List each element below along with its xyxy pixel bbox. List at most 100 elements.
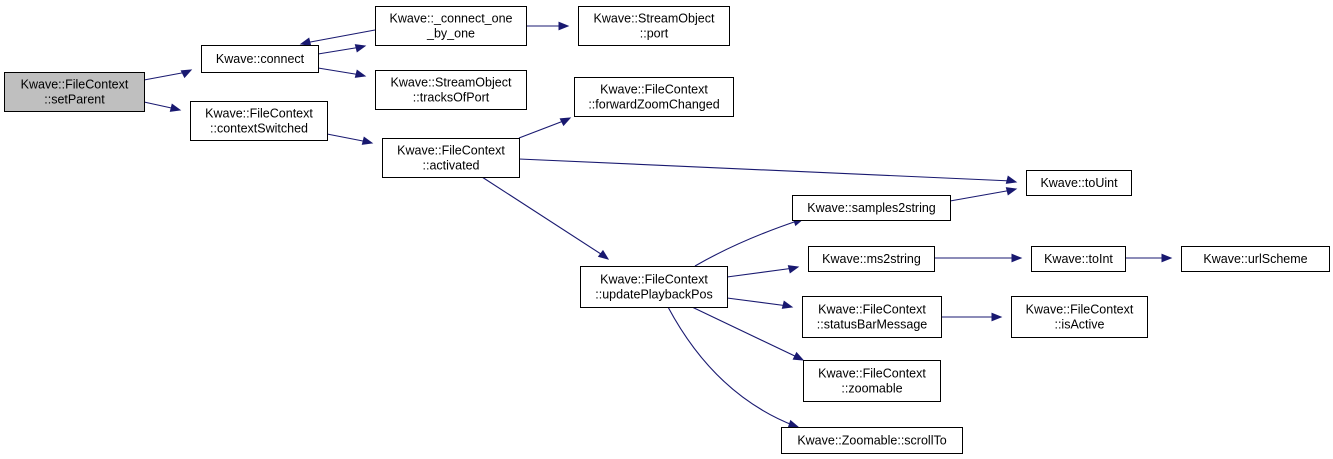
edge-updatePlaybackPos-scrollTo	[667, 306, 800, 429]
edge-setParent-contextSwitched	[143, 101, 182, 112]
edge-activated-toUint	[518, 158, 1018, 184]
node-label: Kwave::FileContext	[397, 144, 505, 158]
node-connect[interactable]: Kwave::connect	[201, 45, 319, 73]
edge-activated-updatePlaybackPos	[481, 176, 610, 260]
node-label: Kwave::FileContext	[818, 367, 926, 381]
nodes: Kwave::FileContext::setParent Kwave::conn…	[4, 6, 1330, 454]
arrowhead	[361, 136, 374, 145]
node-label: ::forwardZoomChanged	[588, 98, 719, 112]
edge-line	[694, 219, 801, 267]
node-samples2string[interactable]: Kwave::samples2string	[792, 195, 951, 221]
node-label: ::tracksOfPort	[413, 91, 490, 105]
edge-updatePlaybackPos-ms2string	[726, 265, 800, 278]
edge-ms2string-toInt	[934, 253, 1023, 263]
edge-line	[667, 306, 796, 427]
node-label: Kwave::samples2string	[807, 201, 936, 215]
edge-line	[518, 158, 1013, 182]
node-label: Kwave::toInt	[1044, 252, 1113, 266]
node-label: ::updatePlaybackPos	[595, 288, 712, 302]
arrowhead	[1005, 175, 1018, 184]
node-label: Kwave::ms2string	[822, 252, 921, 266]
node-box	[375, 6, 527, 46]
edge-line	[143, 101, 177, 110]
arrowhead	[787, 419, 800, 429]
arrowhead	[1161, 253, 1173, 263]
edge-updatePlaybackPos-statusBarMessage	[726, 297, 794, 309]
edge-connect-tracksOfPort	[317, 67, 367, 78]
node-label: Kwave::FileContext	[1026, 303, 1134, 317]
edge-line	[143, 71, 188, 81]
node-label: Kwave::FileContext	[600, 83, 708, 97]
edge-updatePlaybackPos-samples2string	[694, 217, 805, 267]
node-box	[808, 246, 935, 272]
node-box	[4, 72, 145, 112]
node-toUint[interactable]: Kwave::toUint	[1026, 170, 1132, 196]
node-contextSwitched[interactable]: Kwave::FileContext::contextSwitched	[190, 101, 328, 141]
node-scrollTo[interactable]: Kwave::Zoomable::scrollTo	[781, 427, 963, 454]
node-box	[580, 266, 728, 308]
edge-setParent-connect	[143, 69, 193, 81]
node-box	[1181, 246, 1330, 272]
node-box	[802, 296, 942, 338]
node-label: Kwave::toUint	[1040, 176, 1118, 190]
node-label: ::isActive	[1054, 318, 1104, 332]
edge-line	[326, 133, 369, 143]
node-forwardZoomChanged[interactable]: Kwave::FileContext::forwardZoomChanged	[574, 77, 734, 117]
node-urlScheme[interactable]: Kwave::urlScheme	[1181, 246, 1330, 272]
arrowhead	[180, 69, 193, 79]
node-activated[interactable]: Kwave::FileContext::activated	[382, 138, 520, 178]
arrowhead	[354, 69, 367, 78]
node-label: Kwave::connect	[216, 52, 305, 66]
node-statusBarMessage[interactable]: Kwave::FileContext::statusBarMessage	[802, 296, 942, 338]
node-setParent[interactable]: Kwave::FileContext::setParent	[4, 72, 145, 112]
node-label: ::setParent	[44, 93, 105, 107]
edge-line	[726, 267, 795, 278]
node-toInt[interactable]: Kwave::toInt	[1031, 246, 1126, 272]
node-label: Kwave::FileContext	[21, 78, 129, 92]
arrowhead	[1011, 253, 1023, 263]
arrowhead	[787, 265, 800, 274]
node-tracksOfPort[interactable]: Kwave::StreamObject::tracksOfPort	[375, 70, 527, 110]
edge-connect_one_by_one-connect	[299, 29, 376, 46]
arrowhead	[781, 300, 794, 309]
node-box	[781, 427, 963, 454]
node-label: Kwave::FileContext	[818, 303, 926, 317]
node-label: _by_one	[426, 27, 475, 41]
node-label: Kwave::FileContext	[205, 107, 313, 121]
node-label: Kwave::FileContext	[600, 273, 708, 287]
node-connect_one_by_one[interactable]: Kwave::_connect_one_by_one	[375, 6, 527, 46]
arrowhead	[1005, 187, 1018, 196]
arrowhead	[597, 249, 610, 260]
node-label: Kwave::StreamObject	[594, 12, 715, 26]
edge-contextSwitched-activated	[326, 133, 374, 145]
node-label: ::contextSwitched	[210, 122, 308, 136]
node-box	[803, 360, 941, 402]
node-box	[578, 6, 730, 46]
node-updatePlaybackPos[interactable]: Kwave::FileContext::updatePlaybackPos	[580, 266, 728, 308]
arrowhead	[991, 312, 1003, 322]
node-label: Kwave::Zoomable::scrollTo	[797, 434, 946, 448]
node-label: ::activated	[423, 159, 480, 173]
edge-line	[304, 29, 376, 44]
edge-toInt-urlScheme	[1125, 253, 1173, 263]
arrowhead	[299, 37, 312, 46]
node-ms2string[interactable]: Kwave::ms2string	[808, 246, 935, 272]
edge-activated-forwardZoomChanged	[518, 117, 572, 139]
node-isActive[interactable]: Kwave::FileContext::isActive	[1011, 296, 1148, 338]
arrowhead	[354, 44, 367, 53]
edge-line	[481, 176, 605, 257]
edge-samples2string-toUint	[949, 187, 1018, 202]
edge-statusBarMessage-isActive	[941, 312, 1003, 322]
edge-line	[518, 119, 567, 139]
edge-line	[317, 46, 362, 55]
node-box	[1026, 170, 1132, 196]
node-zoomable[interactable]: Kwave::FileContext::zoomable	[803, 360, 941, 402]
node-label: Kwave::_connect_one	[389, 12, 512, 26]
node-label: Kwave::StreamObject	[391, 76, 512, 90]
arrowhead	[559, 117, 572, 127]
node-box	[574, 77, 734, 117]
node-box	[1011, 296, 1148, 338]
node-label: ::zoomable	[841, 382, 902, 396]
node-box	[190, 101, 328, 141]
node-port[interactable]: Kwave::StreamObject::port	[578, 6, 730, 46]
